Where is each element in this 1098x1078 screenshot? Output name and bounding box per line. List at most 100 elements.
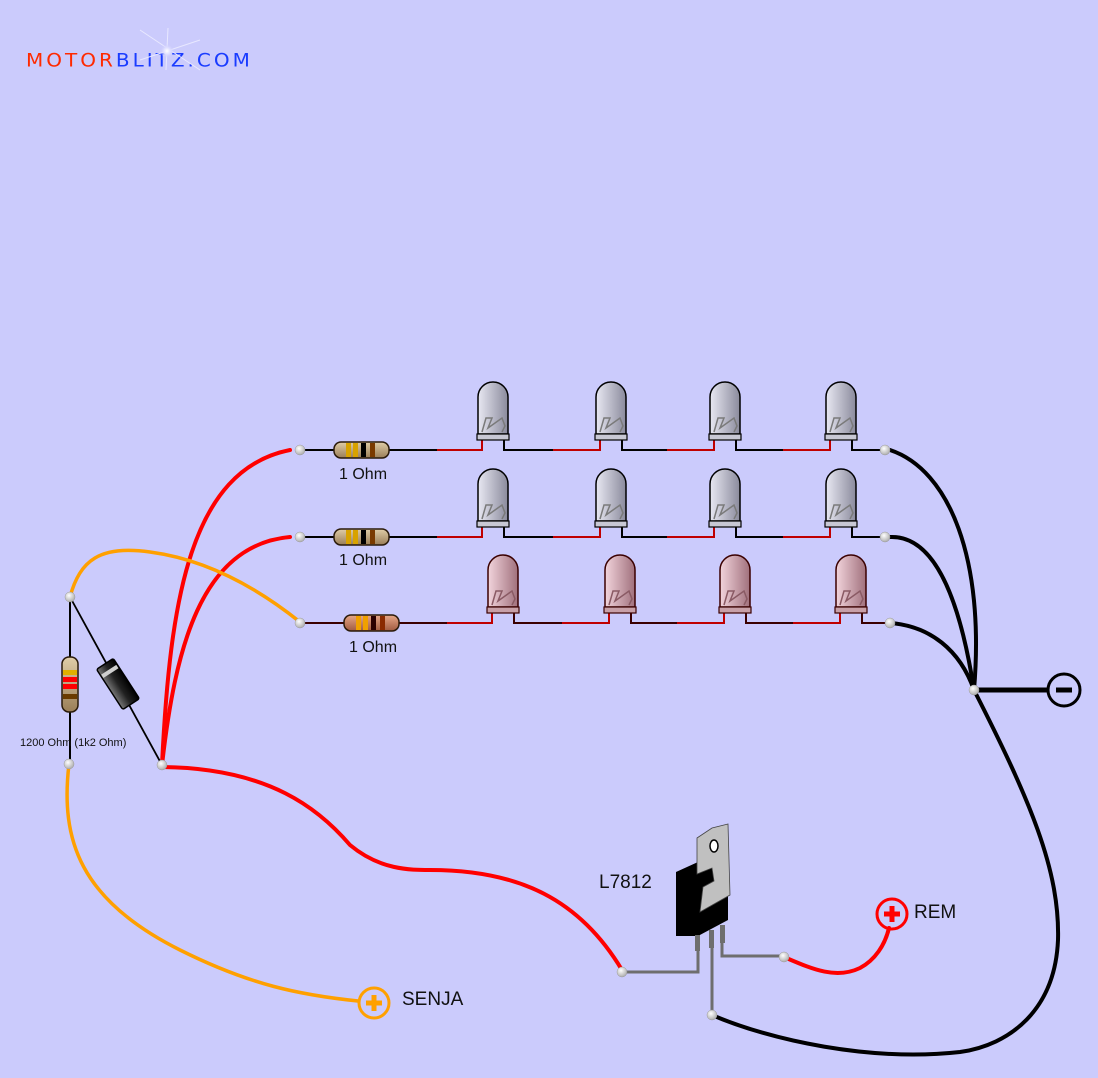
led-white <box>824 468 858 528</box>
wire-anode <box>793 595 841 624</box>
wire-red-rem <box>782 926 891 975</box>
regulator-label: L7812 <box>599 872 652 893</box>
wire-cathode <box>503 422 553 451</box>
resistor-band <box>63 694 77 699</box>
wire-black-row3-to-ground <box>888 621 976 692</box>
wire-black-row2-to-ground <box>888 534 976 692</box>
resistor-band <box>363 616 368 630</box>
wire-red-junction-to-r2 <box>160 535 292 767</box>
wire-anode <box>677 595 725 624</box>
led-white <box>476 468 510 528</box>
connection-node <box>879 444 891 456</box>
wire-anode <box>783 422 831 451</box>
connection-node <box>884 617 896 629</box>
led-white <box>594 468 628 528</box>
resistor-band <box>361 530 366 544</box>
wire-anode <box>437 509 483 538</box>
wire-anode <box>437 422 483 451</box>
wire-cathode <box>745 595 793 624</box>
wire-anode <box>783 509 831 538</box>
led-white <box>476 381 510 441</box>
wire-cathode <box>513 595 562 624</box>
connection-node <box>294 531 306 543</box>
plus-icon <box>884 906 900 922</box>
regulator-lead-input <box>620 938 700 974</box>
connection-node <box>294 444 306 456</box>
led-red <box>718 554 752 614</box>
wire-cathode <box>735 509 783 538</box>
led-row-3 <box>300 554 890 624</box>
wire-anode <box>562 595 610 624</box>
regulator-lead-output <box>720 938 786 958</box>
led-row-1 <box>300 381 885 451</box>
led-white <box>824 381 858 441</box>
wire-red-junction-to-regulator <box>160 765 624 972</box>
connection-node <box>778 951 790 963</box>
led-white <box>708 381 742 441</box>
led-white <box>594 381 628 441</box>
resistor-band <box>353 443 358 457</box>
connection-node <box>706 1009 718 1021</box>
led-red <box>834 554 868 614</box>
wire-red-junction-to-r1 <box>160 448 292 767</box>
resistor-band <box>380 616 385 630</box>
terminal-senja-label: SENJA <box>402 989 464 1010</box>
led-white <box>708 468 742 528</box>
logo-glint-icon <box>139 27 201 71</box>
plus-icon <box>366 995 382 1011</box>
wire-cathode <box>503 509 553 538</box>
connection-node <box>63 758 75 770</box>
terminal-ground[interactable] <box>1046 672 1082 708</box>
wire-orange-node-to-senja <box>65 762 360 1003</box>
resistor-r2-label: 1 Ohm <box>339 552 388 569</box>
resistor-band <box>63 684 77 689</box>
resistor-band <box>370 443 375 457</box>
connection-node <box>294 617 306 629</box>
resistor-r3 <box>343 614 400 632</box>
wire-cathode <box>630 595 677 624</box>
wire-orange-node-to-r3 <box>68 548 302 624</box>
connection-node <box>156 759 168 771</box>
terminal-senja[interactable] <box>357 986 391 1020</box>
led-red <box>486 554 520 614</box>
wire-cathode <box>735 422 783 451</box>
wire-anode <box>667 422 715 451</box>
resistor-r4-label: 1200 Ohm (1k2 Ohm) <box>20 737 127 749</box>
resistor-r1-label: 1 Ohm <box>339 466 388 483</box>
wire-anode <box>553 422 601 451</box>
regulator-l7812 <box>676 823 731 951</box>
diode <box>96 658 140 710</box>
logo-part-blitz: BLITZ.COM <box>116 49 253 72</box>
wire-anode <box>553 509 601 538</box>
resistor-r4 <box>61 656 79 713</box>
resistor-band <box>63 670 77 675</box>
connection-node <box>879 531 891 543</box>
resistor-band <box>356 616 361 630</box>
resistor-band <box>361 443 366 457</box>
connection-node <box>64 591 76 603</box>
minus-icon <box>1056 687 1072 693</box>
wire-cathode <box>621 422 667 451</box>
led-red <box>603 554 637 614</box>
resistor-r3-label: 1 Ohm <box>349 639 398 656</box>
connection-node <box>968 684 980 696</box>
logo: MOTORBLITZ.COM <box>26 49 253 72</box>
resistor-band <box>371 616 376 630</box>
resistor-band <box>346 443 351 457</box>
resistor-band <box>346 530 351 544</box>
terminal-rem[interactable] <box>875 897 909 931</box>
logo-part-motor: MOTOR <box>26 48 116 72</box>
led-row-2 <box>300 468 885 538</box>
terminal-rem-label: REM <box>914 902 957 923</box>
wire-anode <box>667 509 715 538</box>
resistor-r2 <box>333 528 390 546</box>
wire-black-row1-to-ground <box>888 448 978 692</box>
connection-node <box>616 966 628 978</box>
wire-cathode <box>621 509 667 538</box>
wire-black-ground-to-regulator <box>710 688 1061 1057</box>
resistor-band <box>63 677 77 682</box>
resistor-band <box>370 530 375 544</box>
resistor-band <box>353 530 358 544</box>
wire-anode <box>447 595 493 624</box>
